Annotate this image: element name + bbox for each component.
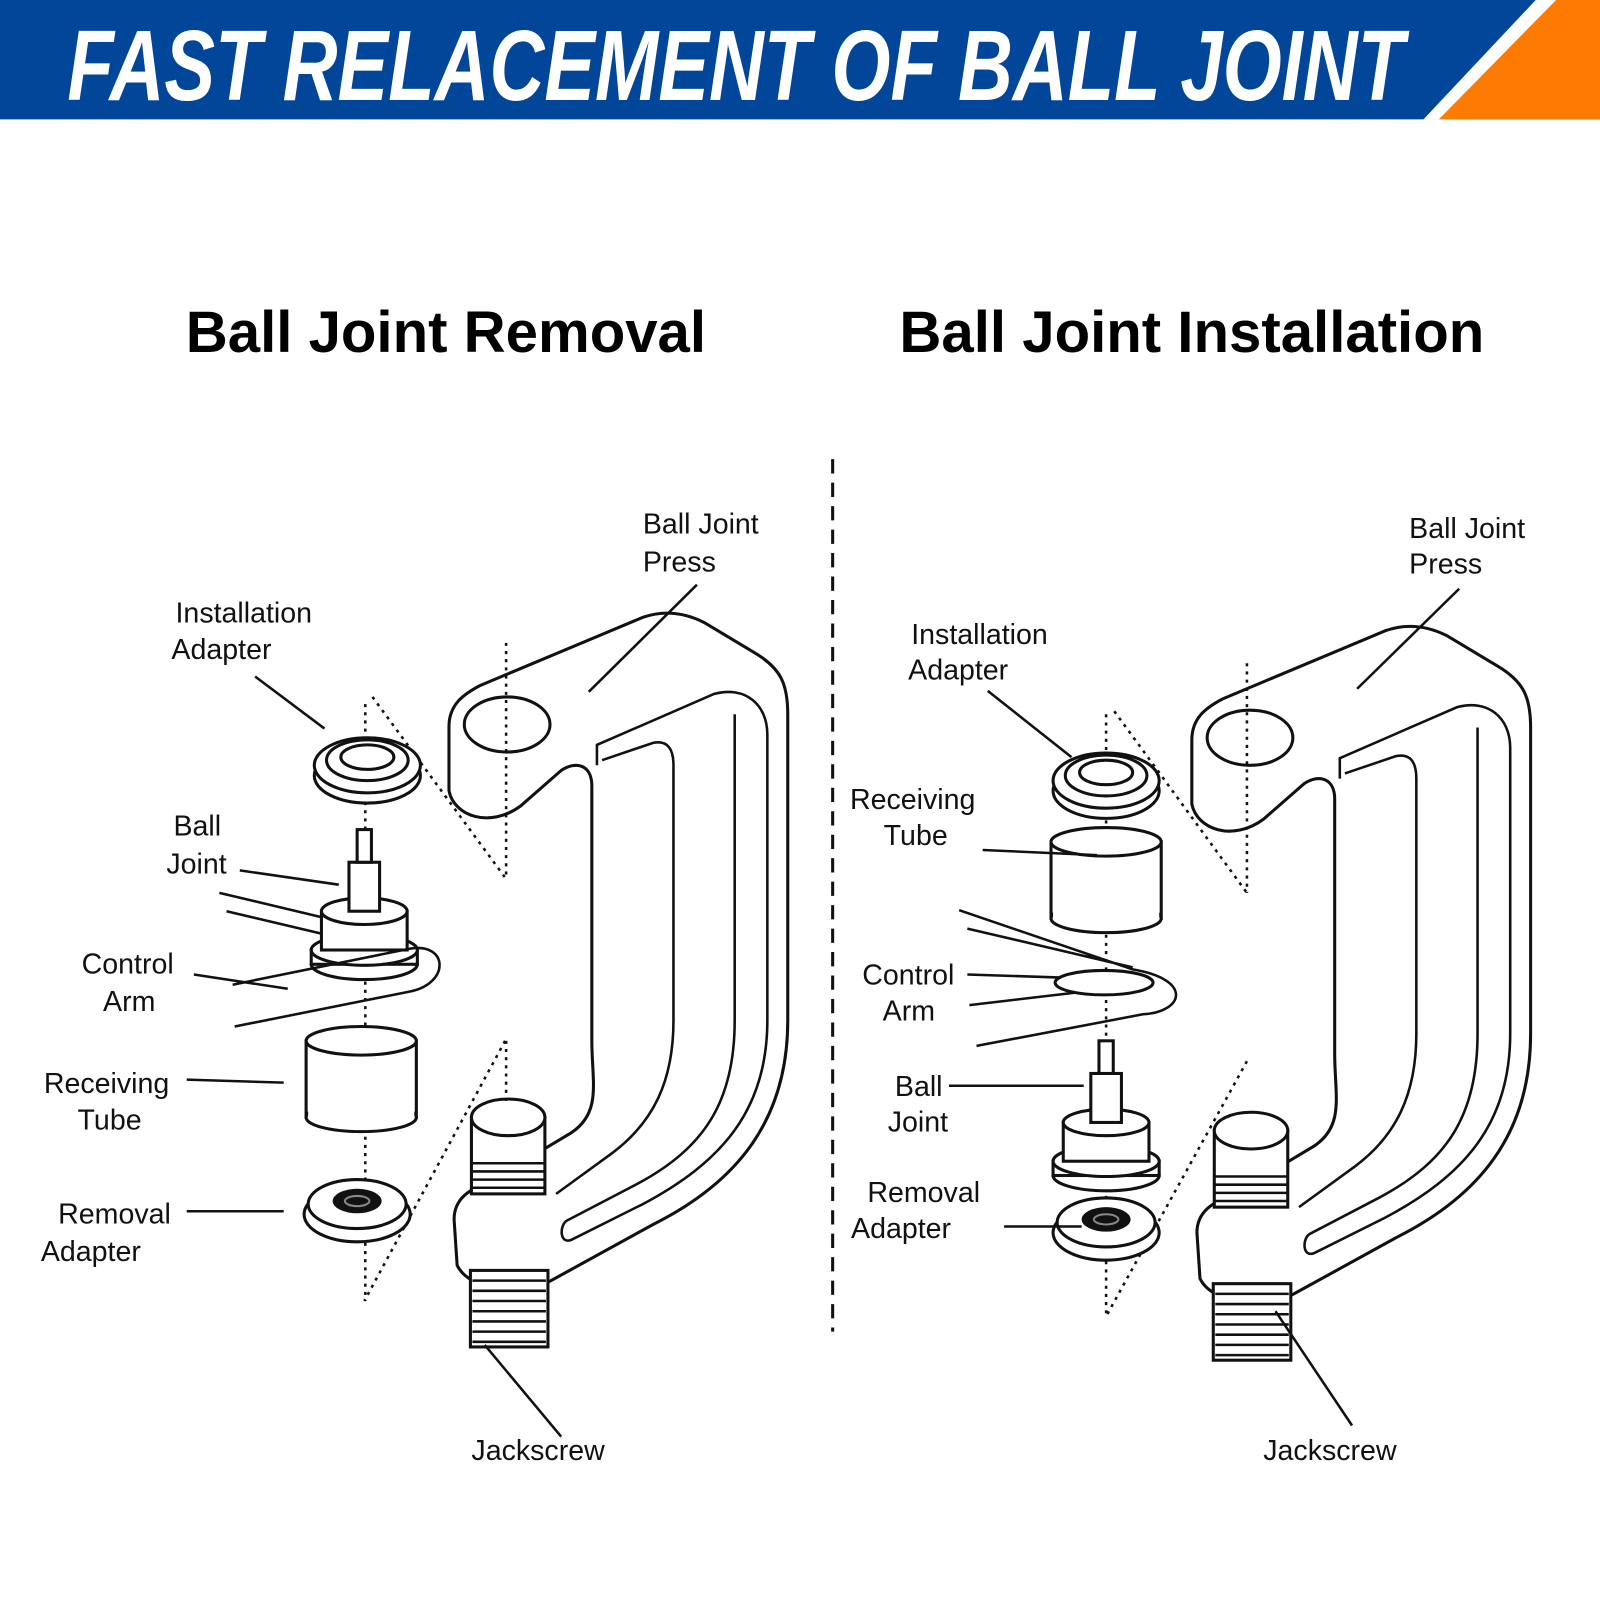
removal-adapter — [1051, 1196, 1161, 1262]
installation-adapter — [1051, 751, 1161, 820]
label-receiving-tube: Receiving — [850, 784, 975, 816]
installation-adapter — [312, 736, 422, 805]
header-title: FAST RELACEMENT OF BALL JOINT — [67, 10, 1410, 122]
label-press: Press — [643, 546, 716, 578]
label-press: Ball Joint — [643, 509, 759, 541]
removal-title: Ball Joint Removal — [186, 300, 706, 365]
label-installation-adapter: Installation — [176, 597, 313, 629]
header-orange-accent — [1438, 0, 1600, 120]
label-press: Press — [1409, 548, 1482, 580]
ball-joint-press — [447, 611, 790, 1349]
label-ball-joint: Ball — [173, 811, 221, 843]
removal-diagram — [186, 583, 790, 1438]
label-jackscrew: Jackscrew — [1263, 1435, 1397, 1467]
installation-diagram — [948, 587, 1533, 1427]
label-removal-adapter: Adapter — [41, 1236, 142, 1268]
label-control-arm: Arm — [883, 995, 935, 1027]
label-control-arm: Control — [82, 948, 174, 980]
label-removal-adapter: Removal — [867, 1177, 980, 1209]
label-ball-joint: Ball — [895, 1071, 943, 1103]
label-control-arm: Control — [862, 960, 954, 992]
ball-joint — [1051, 1039, 1161, 1193]
label-removal-adapter: Adapter — [851, 1213, 952, 1245]
label-press: Ball Joint — [1409, 513, 1525, 545]
label-receiving-tube: Tube — [78, 1105, 142, 1137]
label-control-arm: Arm — [103, 986, 155, 1018]
removal-labels: Ball Joint Press Installation Adapter Ba… — [41, 509, 759, 1468]
receiving-tube — [1049, 826, 1163, 935]
label-jackscrew: Jackscrew — [471, 1435, 605, 1467]
ball-joint-press — [1190, 624, 1533, 1362]
installation-labels: Ball Joint Press Installation Adapter Re… — [850, 513, 1525, 1467]
label-removal-adapter: Removal — [58, 1198, 171, 1230]
receiving-tube — [304, 1025, 418, 1134]
header-blue-band — [0, 0, 1536, 120]
control-arm — [232, 946, 441, 1028]
label-installation-adapter: Adapter — [171, 634, 272, 666]
removal-adapter — [302, 1178, 412, 1244]
label-ball-joint: Joint — [888, 1107, 948, 1139]
label-installation-adapter: Adapter — [908, 655, 1009, 687]
label-receiving-tube: Tube — [884, 820, 948, 852]
installation-title: Ball Joint Installation — [899, 300, 1484, 365]
label-installation-adapter: Installation — [911, 619, 1048, 651]
control-arm — [958, 908, 1178, 1048]
header-banner: FAST RELACEMENT OF BALL JOINT — [0, 0, 1600, 122]
label-receiving-tube: Receiving — [44, 1068, 169, 1100]
label-ball-joint: Joint — [166, 848, 226, 880]
